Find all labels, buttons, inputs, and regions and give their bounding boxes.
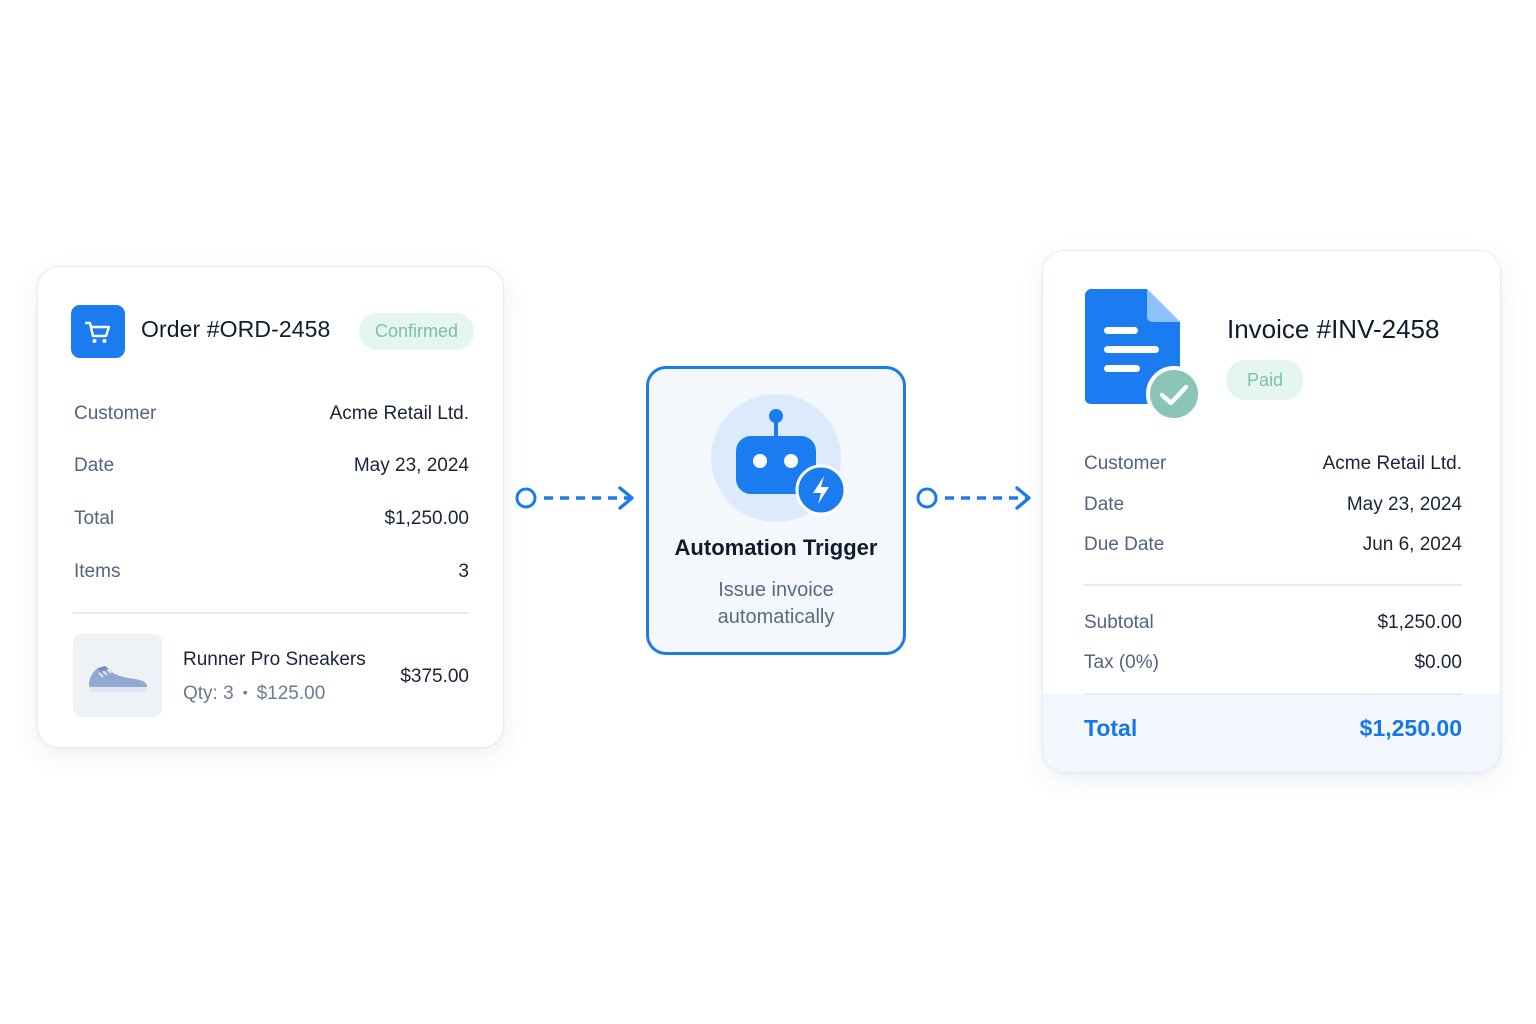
line-item-name: Runner Pro Sneakers — [183, 649, 366, 670]
divider — [1084, 693, 1462, 695]
invoice-title: Invoice #INV-2458 — [1227, 314, 1440, 344]
trigger-subtitle: Issue invoice automatically — [717, 579, 835, 628]
line-item-unit-price: $125.00 — [256, 683, 326, 704]
lightning-bolt-icon — [795, 464, 847, 516]
invoice-summary-label: Tax (0%) — [1084, 652, 1159, 673]
order-status-badge: Confirmed — [359, 313, 474, 350]
order-field-label: Date — [74, 455, 115, 476]
line-item-qty: Qty: 3 — [183, 683, 234, 704]
invoice-total-band — [1043, 694, 1500, 772]
order-title: Order #ORD-2458 — [141, 316, 331, 342]
order-field-value: 3 — [458, 561, 469, 582]
order-field-value: Acme Retail Ltd. — [329, 403, 469, 424]
line-item-total: $375.00 — [400, 666, 469, 687]
invoice-total-label: Total — [1084, 715, 1138, 741]
arrow-right-icon — [1015, 486, 1031, 510]
line-item-separator: • — [242, 684, 248, 700]
flow-connector-order-to-trigger — [515, 486, 634, 510]
invoice-field-label: Due Date — [1084, 534, 1165, 555]
invoice-field-label: Date — [1084, 494, 1125, 515]
flow-connector-trigger-to-invoice — [916, 486, 1031, 510]
product-thumbnail — [73, 634, 162, 717]
invoice-field-label: Customer — [1084, 453, 1167, 474]
divider — [1084, 584, 1462, 586]
shopping-cart-icon — [71, 305, 125, 358]
invoice-summary-value: $1,250.00 — [1377, 612, 1462, 633]
invoice-card: Invoice #INV-2458 Paid Customer Acme Ret… — [1042, 250, 1501, 773]
trigger-title: Automation Trigger — [674, 535, 878, 560]
order-field-value: May 23, 2024 — [353, 455, 469, 476]
divider — [73, 612, 469, 614]
line-item-meta: Qty: 3 • $125.00 — [183, 683, 325, 705]
invoice-field-value: Acme Retail Ltd. — [1322, 453, 1462, 474]
order-field-label: Customer — [74, 403, 157, 424]
invoice-summary-value: $0.00 — [1414, 652, 1462, 673]
order-field-value: $1,250.00 — [384, 508, 469, 529]
automation-trigger-node[interactable]: Automation Trigger Issue invoice automat… — [646, 366, 906, 655]
sneaker-icon — [88, 665, 147, 692]
invoice-field-value: May 23, 2024 — [1346, 494, 1462, 515]
invoice-summary-label: Subtotal — [1084, 612, 1154, 633]
arrow-right-icon — [618, 486, 634, 510]
order-field-label: Total — [74, 508, 115, 529]
invoice-status-badge: Paid — [1227, 360, 1303, 400]
order-field-label: Items — [74, 561, 121, 582]
invoice-field-value: Jun 6, 2024 — [1362, 534, 1462, 555]
invoice-total-value: $1,250.00 — [1359, 715, 1462, 741]
robot-icon — [711, 394, 847, 522]
document-check-icon — [1085, 289, 1202, 422]
order-card: Order #ORD-2458 Confirmed Customer Acme … — [37, 266, 504, 748]
